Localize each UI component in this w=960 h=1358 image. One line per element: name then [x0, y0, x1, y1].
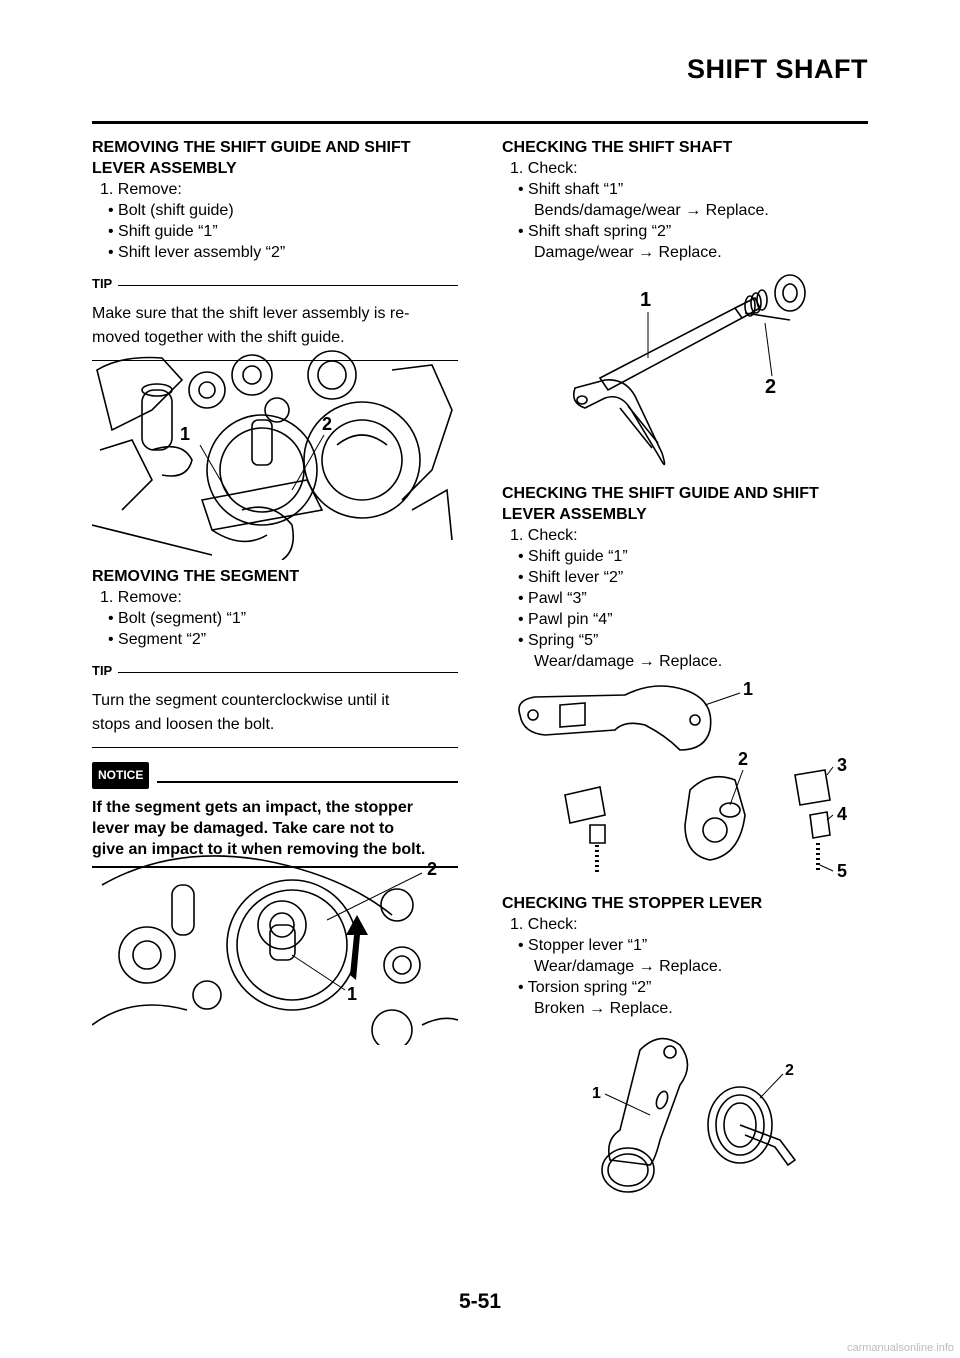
callout-number: 1: [180, 424, 190, 444]
list-item-result: Wear/damage → Replace.: [534, 958, 723, 975]
right-section-shift-guide-check: CHECKING THE SHIFT GUIDE AND SHIFT LEVER…: [502, 483, 868, 672]
section-heading: REMOVING THE SHIFT GUIDE AND SHIFT: [92, 139, 411, 156]
notice-header: NOTICE: [92, 762, 458, 789]
list-item-result: Damage/wear → Replace.: [534, 244, 722, 261]
list-item: • Pawl pin “4”: [518, 611, 613, 628]
callout-number: 5: [837, 861, 847, 881]
list-item: • Shift lever assembly “2”: [108, 244, 286, 261]
shift-guide-removal-illustration: 1 2: [92, 350, 453, 560]
list-item: • Shift guide “1”: [518, 548, 628, 565]
callout-number: 1: [592, 1085, 601, 1102]
tip-text: Make sure that the shift lever assembly …: [92, 305, 410, 322]
notice-line: give an impact to it when removing the b…: [92, 841, 426, 858]
section-heading: REMOVING THE SEGMENT: [92, 568, 300, 585]
step-text: 1. Check:: [510, 160, 578, 177]
callout-number: 2: [765, 376, 776, 398]
tip-label: TIP: [92, 663, 113, 678]
section-heading: CHECKING THE STOPPER LEVER: [502, 895, 763, 912]
notice-line: lever may be damaged. Take care not to: [92, 820, 395, 837]
notice-rule: [157, 780, 458, 783]
tip-rule: [118, 285, 458, 286]
list-item: • Torsion spring “2”: [518, 979, 652, 996]
list-item: • Shift shaft “1”: [518, 181, 624, 198]
list-item-result: Broken → Replace.: [534, 1000, 673, 1017]
tip-text: moved together with the shift guide.: [92, 329, 345, 346]
list-item: • Bolt (shift guide): [108, 202, 234, 219]
section-heading: CHECKING THE SHIFT SHAFT: [502, 139, 733, 156]
list-item-result: Wear/damage → Replace.: [534, 653, 723, 670]
tip-end-rule: [92, 747, 458, 748]
left-section-segment: REMOVING THE SEGMENT 1. Remove: • Bolt (…: [92, 566, 458, 868]
shift-shaft-illustration: 1 2: [572, 274, 806, 466]
list-item: • Spring “5”: [518, 632, 599, 649]
notice-end-rule: [92, 866, 458, 868]
callout-number: 1: [743, 679, 753, 699]
step-text: 1. Check:: [510, 527, 578, 544]
callout-number: 3: [837, 755, 847, 775]
tip-header: TIP: [92, 660, 458, 681]
section-heading: LEVER ASSEMBLY: [502, 506, 647, 523]
callout-number: 2: [738, 749, 748, 769]
list-item: • Pawl “3”: [518, 590, 587, 607]
shift-guide-lever-parts-illustration: 1 2 3 4 5: [518, 679, 847, 881]
list-item: • Shift shaft spring “2”: [518, 223, 672, 240]
step-text: 1. Check:: [510, 916, 578, 933]
step-text: 1. Remove:: [100, 589, 182, 606]
tip-header: TIP: [92, 273, 458, 294]
page-number: 5-51: [458, 1290, 502, 1313]
tip-end-rule: [92, 360, 458, 361]
notice-text: If the segment gets an impact, the stopp…: [92, 797, 458, 860]
notice-line: If the segment gets an impact, the stopp…: [92, 799, 413, 816]
left-section-shift-guide: REMOVING THE SHIFT GUIDE AND SHIFT LEVER…: [92, 137, 458, 361]
section-heading: LEVER ASSEMBLY: [92, 160, 237, 177]
right-section-stopper-lever: CHECKING THE STOPPER LEVER 1. Check: • S…: [502, 893, 868, 1019]
page-title: SHIFT SHAFT: [687, 54, 868, 84]
list-item: • Segment “2”: [108, 631, 207, 648]
notice-badge: NOTICE: [92, 762, 150, 789]
list-item: • Shift guide “1”: [108, 223, 218, 240]
stopper-lever-spring-illustration: 1 2: [592, 1037, 797, 1193]
watermark: carmanualsonline.info: [846, 1342, 954, 1354]
list-item: • Bolt (segment) “1”: [108, 610, 247, 627]
right-section-shift-shaft: CHECKING THE SHIFT SHAFT 1. Check: • Shi…: [502, 137, 868, 263]
tip-rule: [118, 672, 458, 673]
callout-number: 1: [347, 984, 357, 1004]
tip-text: stops and loosen the bolt.: [92, 716, 275, 733]
header-rule: [92, 121, 868, 124]
callout-number: 1: [640, 289, 651, 311]
list-item-result: Bends/damage/wear → Replace.: [534, 202, 769, 219]
step-text: 1. Remove:: [100, 181, 182, 198]
segment-removal-illustration: 2 1: [92, 855, 458, 1045]
callout-number: 4: [837, 804, 847, 824]
callout-number: 2: [427, 859, 437, 879]
section-heading: CHECKING THE SHIFT GUIDE AND SHIFT: [502, 485, 819, 502]
tip-text: Turn the segment counterclockwise until …: [92, 692, 390, 709]
list-item: • Stopper lever “1”: [518, 937, 648, 954]
callout-number: 2: [785, 1062, 794, 1079]
tip-label: TIP: [92, 276, 113, 291]
callout-number: 2: [322, 414, 332, 434]
list-item: • Shift lever “2”: [518, 569, 624, 586]
